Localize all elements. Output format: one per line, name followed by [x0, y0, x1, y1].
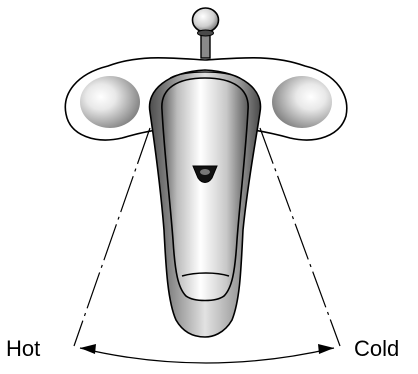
- drain-knob-icon: [193, 8, 219, 58]
- hot-limit-line: [74, 128, 150, 346]
- faucet-icon: [65, 58, 346, 337]
- faucet-handle: [162, 78, 248, 301]
- cold-limit-line: [260, 128, 340, 346]
- right-lobe-highlight: [272, 76, 332, 128]
- cold-label: Cold: [354, 336, 399, 361]
- hot-label: Hot: [6, 336, 40, 361]
- rotation-arc: [80, 344, 334, 363]
- left-lobe-highlight: [80, 76, 140, 128]
